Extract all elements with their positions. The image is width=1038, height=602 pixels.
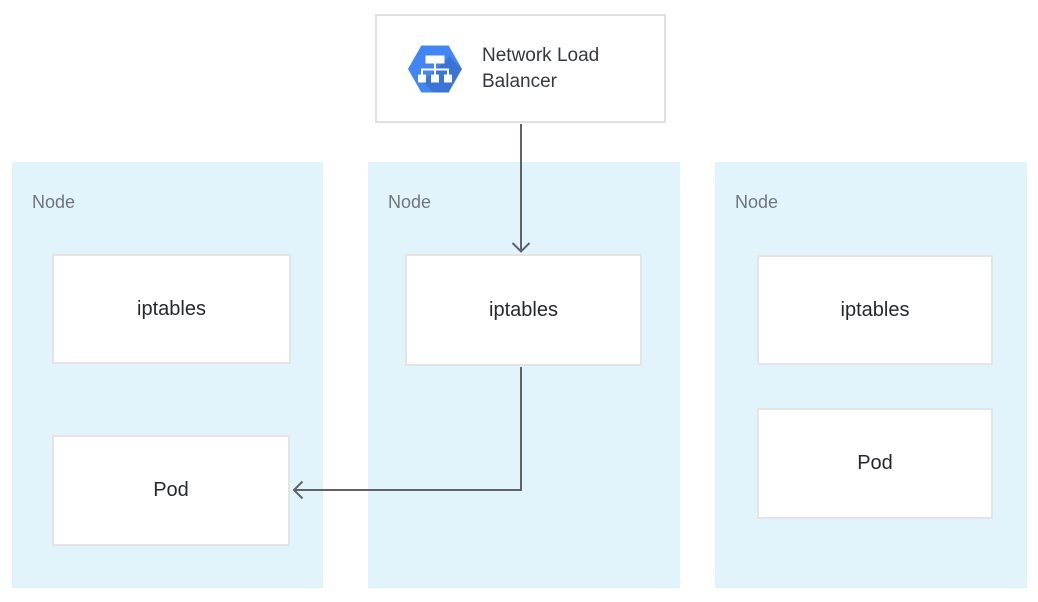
node-2-iptables-box: iptables <box>405 254 642 366</box>
node-3-pod-box: Pod <box>757 408 993 519</box>
node-3-pod-label: Pod <box>857 452 893 475</box>
node-1-label: Node <box>32 192 75 213</box>
node-2-label: Node <box>388 192 431 213</box>
node-3-label: Node <box>735 192 778 213</box>
node-2-iptables-label: iptables <box>489 299 558 322</box>
node-1-pod-box: Pod <box>52 435 290 546</box>
network-load-balancer-hexagon-icon <box>408 45 462 93</box>
node-2: Node iptables <box>368 162 680 588</box>
node-1-iptables-label: iptables <box>137 298 206 321</box>
node-1: Node iptables Pod <box>12 162 323 588</box>
network-load-balancer-card: Network Load Balancer <box>375 14 666 123</box>
node-3: Node iptables Pod <box>715 162 1027 588</box>
node-1-pod-label: Pod <box>153 479 189 502</box>
node-1-iptables-box: iptables <box>52 254 291 364</box>
node-3-iptables-box: iptables <box>757 255 993 365</box>
network-load-balancer-label: Network Load Balancer <box>482 43 642 95</box>
node-3-iptables-label: iptables <box>841 299 910 322</box>
